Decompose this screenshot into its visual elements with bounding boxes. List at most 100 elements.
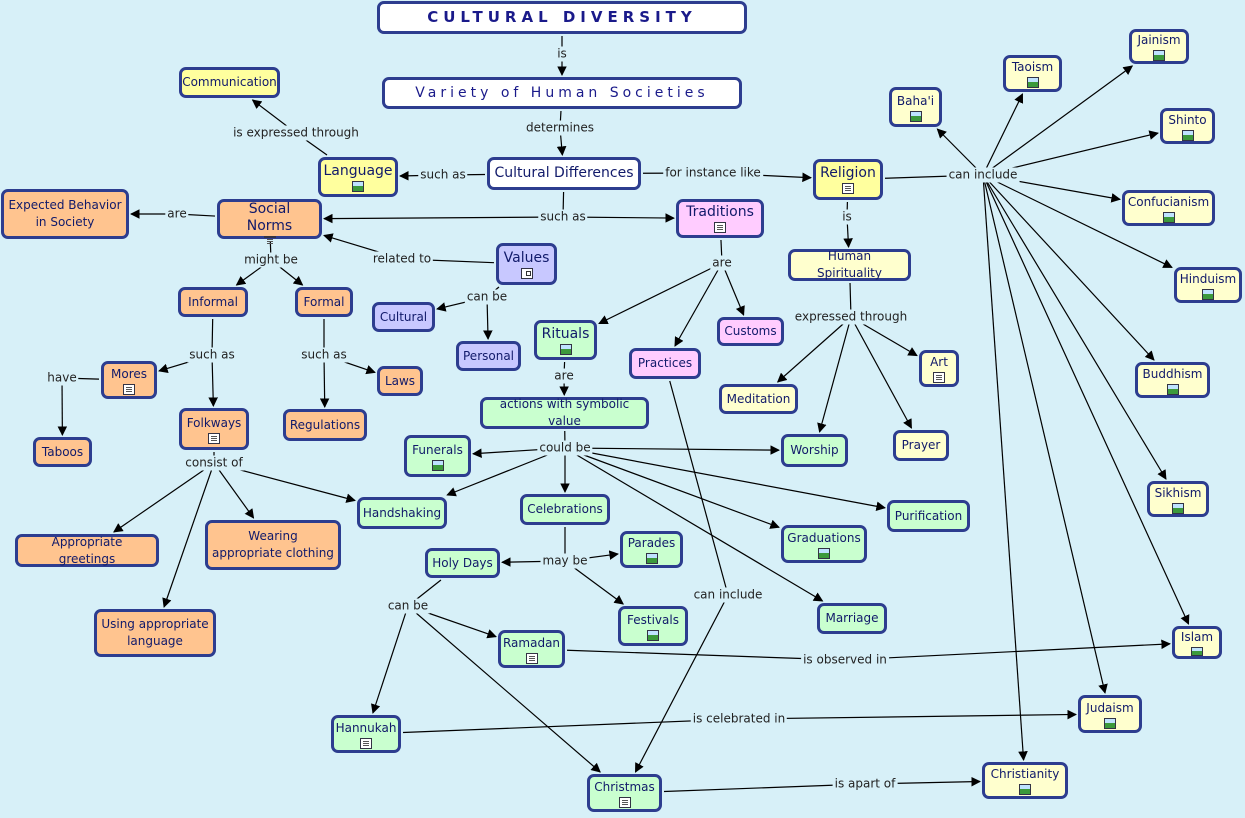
node-christmas[interactable]: Christmas (587, 774, 662, 812)
node-values[interactable]: Values (496, 243, 557, 285)
image-icon[interactable] (1162, 211, 1175, 223)
node-meditation[interactable]: Meditation (719, 384, 798, 414)
node-expected-behavior[interactable]: Expected Behavior in Society (1, 189, 129, 239)
node-formal[interactable]: Formal (295, 287, 353, 317)
node-worship[interactable]: Worship (781, 434, 848, 467)
node-cultural-differences[interactable]: Cultural Differences (487, 157, 641, 190)
node-islam[interactable]: Islam (1172, 626, 1222, 659)
node-label: Christmas (594, 779, 655, 794)
node-funerals[interactable]: Funerals (404, 435, 471, 477)
node-variety[interactable]: Variety of Human Societies (382, 77, 742, 109)
document-icon[interactable] (525, 652, 538, 664)
node-folkways[interactable]: Folkways (179, 408, 249, 450)
link-label: expressed through (792, 309, 910, 325)
node-wearing-clothing[interactable]: Wearing appropriate clothing (205, 520, 341, 570)
node-handshaking[interactable]: Handshaking (357, 497, 447, 529)
node-informal[interactable]: Informal (178, 287, 248, 317)
node-social-norms[interactable]: Social Norms (217, 199, 322, 245)
node-label: Social Norms (246, 200, 293, 234)
image-icon[interactable] (645, 553, 658, 564)
node-bahai[interactable]: Baha'i (889, 87, 942, 127)
node-label: Graduations (787, 530, 861, 545)
node-purification[interactable]: Purification (887, 500, 970, 532)
image-icon[interactable] (1202, 288, 1214, 300)
image-icon[interactable] (1172, 502, 1184, 514)
arrow-to-rituals (598, 262, 723, 325)
node-art[interactable]: Art (919, 350, 959, 387)
document-icon[interactable] (933, 372, 945, 383)
document-icon[interactable] (208, 432, 220, 444)
node-judaism[interactable]: Judaism (1078, 695, 1142, 733)
node-christianity[interactable]: Christianity (982, 762, 1068, 799)
node-regulations[interactable]: Regulations (283, 409, 367, 441)
link-label: such as (418, 167, 468, 183)
image-icon[interactable] (647, 629, 659, 641)
node-language[interactable]: Language (318, 157, 398, 197)
image-icon[interactable] (1026, 77, 1039, 88)
node-graduations[interactable]: Graduations (781, 525, 867, 563)
node-hannukah[interactable]: Hannukah (331, 715, 401, 753)
image-icon[interactable] (1104, 717, 1116, 729)
node-taoism[interactable]: Taoism (1003, 55, 1062, 92)
node-appropriate-greetings[interactable]: Appropriate greetings (15, 534, 159, 567)
arrow-to-judaism (982, 174, 1108, 694)
node-mores[interactable]: Mores (101, 361, 157, 399)
node-prayer[interactable]: Prayer (893, 430, 949, 461)
node-label: Mores (111, 366, 147, 381)
document-icon[interactable] (123, 383, 135, 395)
node-taboos[interactable]: Taboos (33, 437, 92, 467)
node-personal[interactable]: Personal (456, 341, 521, 371)
node-festivals[interactable]: Festivals (618, 606, 688, 646)
image-icon[interactable] (1166, 383, 1179, 395)
document-icon[interactable] (263, 235, 276, 245)
node-shinto[interactable]: Shinto (1160, 108, 1215, 144)
node-laws[interactable]: Laws (377, 366, 423, 396)
node-confucianism[interactable]: Confucianism (1122, 190, 1215, 226)
arrow-to-graduations (564, 447, 780, 529)
node-communication[interactable]: Communication (179, 67, 280, 98)
node-celebrations[interactable]: Celebrations (520, 494, 610, 525)
node-parades[interactable]: Parades (620, 531, 683, 568)
image-icon[interactable] (559, 343, 572, 355)
node-human-spirituality[interactable]: Human Spirituality (788, 249, 911, 281)
node-rituals[interactable]: Rituals (534, 320, 597, 360)
node-holy-days[interactable]: Holy Days (425, 548, 500, 578)
document-icon[interactable] (714, 222, 726, 233)
link-label: are (165, 206, 189, 222)
share-icon[interactable] (520, 267, 533, 279)
node-actions[interactable]: actions with symbolic value (480, 397, 649, 429)
node-hinduism[interactable]: Hinduism (1174, 267, 1242, 303)
image-icon[interactable] (1191, 647, 1203, 656)
node-label: Judaism (1086, 700, 1134, 715)
document-icon[interactable] (618, 796, 631, 808)
node-traditions[interactable]: Traditions (676, 199, 764, 238)
node-religion[interactable]: Religion (813, 159, 883, 200)
image-icon[interactable] (818, 547, 830, 559)
document-icon[interactable] (842, 183, 854, 194)
image-icon[interactable] (1019, 784, 1031, 795)
node-cultural-diversity[interactable]: CULTURAL DIVERSITY (377, 1, 747, 34)
node-customs[interactable]: Customs (717, 317, 784, 346)
image-icon[interactable] (431, 459, 444, 471)
document-icon[interactable] (360, 737, 372, 749)
image-icon[interactable] (1181, 129, 1194, 141)
node-label: Festivals (627, 612, 679, 627)
node-practices[interactable]: Practices (629, 348, 701, 379)
node-buddhism[interactable]: Buddhism (1135, 362, 1210, 398)
node-using-language[interactable]: Using appropriate language (94, 609, 216, 657)
image-icon[interactable] (352, 180, 364, 192)
node-marriage[interactable]: Marriage (817, 603, 887, 634)
image-icon[interactable] (909, 110, 922, 122)
node-label: Prayer (901, 438, 941, 452)
node-ramadan[interactable]: Ramadan (498, 630, 565, 668)
node-label: Customs (724, 324, 777, 338)
node-sikhism[interactable]: Sikhism (1147, 481, 1209, 517)
node-label: Sikhism (1154, 485, 1202, 500)
node-cultural[interactable]: Cultural (372, 302, 435, 332)
link-label: can be (385, 598, 431, 614)
node-label: Christianity (990, 767, 1060, 781)
node-label: Confucianism (1127, 194, 1210, 209)
image-icon[interactable] (1153, 50, 1165, 61)
link-label: is observed in (801, 652, 889, 668)
node-jainism[interactable]: Jainism (1129, 29, 1189, 64)
